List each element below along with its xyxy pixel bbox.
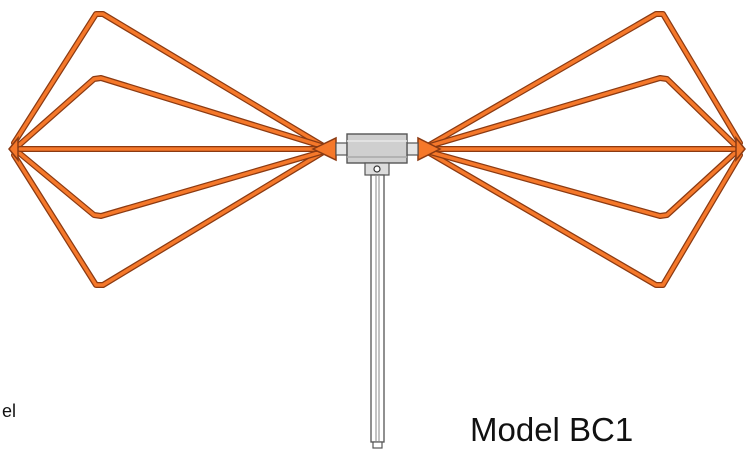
balun-housing (346, 133, 408, 164)
left-element-inner-bottom-rod (15, 148, 328, 219)
right-element-outer-bottom-rod (423, 148, 743, 288)
left-element-tip-cap (8, 135, 19, 163)
right-antenna-element (417, 11, 746, 288)
left-element-outer-bottom-rod (11, 148, 328, 288)
left-element-inner-top-rod (15, 75, 328, 150)
right-element-inner-bottom-rod (423, 148, 739, 219)
cropped-label-fragment: el (2, 401, 17, 421)
left-antenna-element (8, 11, 337, 288)
right-hub-connector (406, 142, 419, 156)
right-element-inner-top-rod (423, 75, 739, 150)
model-label: Model BC1 (470, 411, 634, 448)
mast-end-cap (372, 441, 383, 449)
support-mast (370, 174, 385, 449)
right-element-tip-cap (735, 135, 746, 163)
mast-tube (370, 174, 385, 443)
central-hub (335, 133, 419, 176)
left-element-outer-top-rod (11, 11, 328, 150)
mount-hole (373, 165, 381, 173)
left-hub-connector (335, 142, 348, 156)
right-element-outer-top-rod (423, 11, 743, 150)
